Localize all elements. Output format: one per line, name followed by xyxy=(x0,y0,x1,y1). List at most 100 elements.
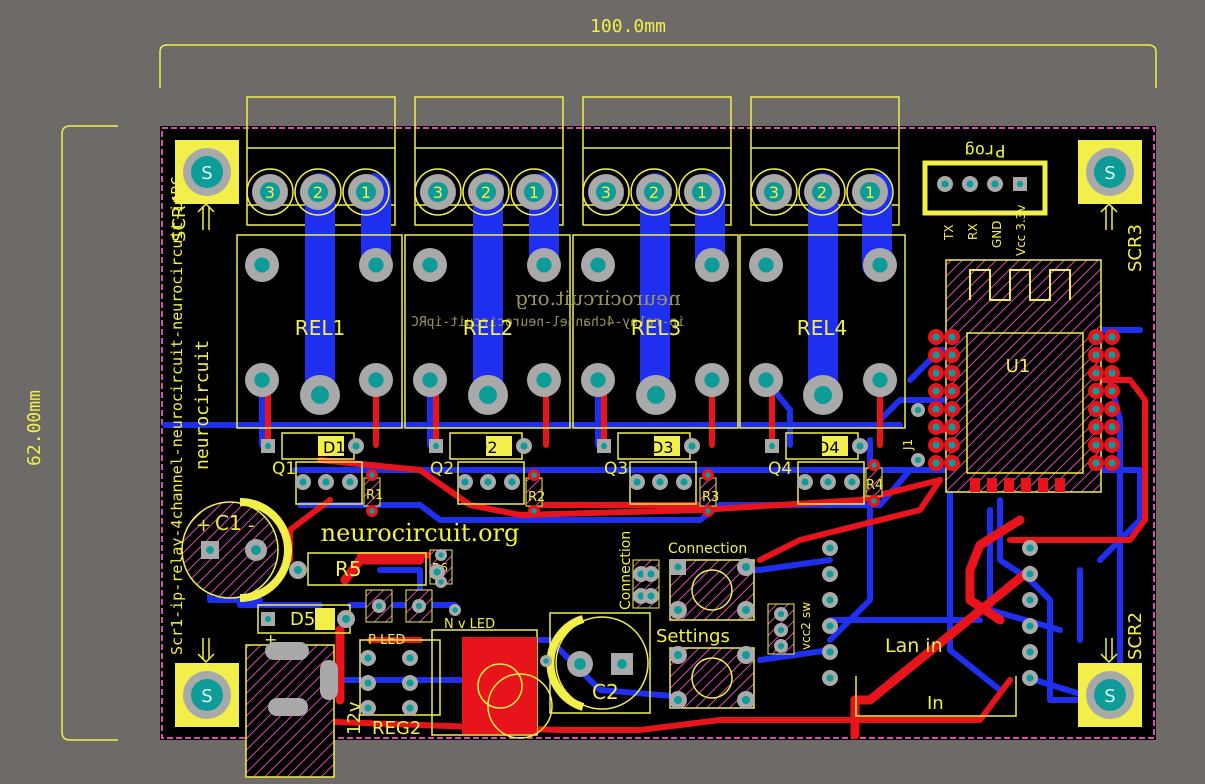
relay-1-pad-coil-a xyxy=(245,363,279,397)
u1-pad-right-outer-6 xyxy=(1088,419,1104,435)
terminal-pin-label: 3 xyxy=(601,183,611,202)
relay-2-pad-no xyxy=(527,248,561,282)
lan-pad-right-6 xyxy=(1022,670,1038,686)
diode-2-label: D2 xyxy=(475,438,498,457)
resistor-1-pad-top xyxy=(366,469,378,481)
capacitor-c1 xyxy=(181,498,292,602)
transistor-3-label: Q3 xyxy=(604,459,628,479)
u1-pad-right-inner-2 xyxy=(1104,347,1120,363)
terminal-pin-label: 3 xyxy=(769,183,779,202)
reg2-pad-right-1 xyxy=(402,650,418,666)
lan-sub-label: In xyxy=(927,693,944,714)
resistor-1-pad-bottom xyxy=(366,505,378,517)
settings-button-label: Settings xyxy=(656,626,730,647)
lan-pad-right-4 xyxy=(1022,618,1038,634)
resistor-2-label: R2 xyxy=(528,490,545,505)
reg2-pad-tab xyxy=(540,655,552,667)
height-dimension-label: 62.00mm xyxy=(24,390,45,466)
width-dimension xyxy=(159,44,1157,88)
terminal-4-pin-1: 1 xyxy=(846,168,894,216)
reg2-pad-right-2 xyxy=(402,675,418,691)
r5-pad-1 xyxy=(289,561,307,579)
transistor-1-label: Q1 xyxy=(272,459,296,479)
terminal-pin-label: 2 xyxy=(313,183,323,202)
lan-pad-left-2 xyxy=(822,566,838,582)
brand-vertical-text: neurocircuit xyxy=(192,340,213,470)
r6-pad-2 xyxy=(435,576,447,588)
lan-pad-right-1 xyxy=(1022,540,1038,556)
resistor-2-pad-top xyxy=(528,469,540,481)
u1-pad-left-outer-6 xyxy=(928,419,944,435)
j1-pad-1 xyxy=(911,403,925,417)
connection-button-label: Connection xyxy=(668,541,747,557)
u1-pad-left-outer-5 xyxy=(928,401,944,417)
u1-pad-right-outer-3 xyxy=(1088,365,1104,381)
p-led-pad xyxy=(372,599,386,613)
button-pad-4 xyxy=(737,601,755,619)
u1-pad-right-inner-3 xyxy=(1104,365,1120,381)
d5-pad-a xyxy=(261,612,275,626)
diode-1-pad-a xyxy=(261,439,275,453)
width-dimension-label: 100.0mm xyxy=(590,16,666,37)
transistor-1-pad-3 xyxy=(342,474,358,490)
button-pad-8 xyxy=(737,691,755,709)
switch-pad-3 xyxy=(774,639,788,653)
j1-label: J1 xyxy=(901,439,915,451)
lan-label: Lan in xyxy=(885,635,943,657)
transistor-4-pad-2 xyxy=(820,474,836,490)
lan-pad-left-5 xyxy=(822,644,838,660)
relay-4-pad-coil-b xyxy=(863,363,897,397)
transistor-3-pad-1 xyxy=(629,474,645,490)
diode-2-pad-k xyxy=(516,438,532,454)
transistor-4-label: Q4 xyxy=(768,459,792,479)
resistor-4-pad-bottom xyxy=(868,495,880,507)
diode-1-label: D1 xyxy=(323,438,346,457)
terminal-pin-label: 3 xyxy=(433,183,443,202)
u1-pad-right-inner-8 xyxy=(1104,455,1120,471)
terminal-1-pin-1: 1 xyxy=(342,168,390,216)
lan-pad-right-5 xyxy=(1022,644,1038,660)
button-pad-6 xyxy=(737,646,755,664)
u1-pad-right-outer-4 xyxy=(1088,383,1104,399)
button-pad-5 xyxy=(669,646,687,664)
jumper-pad-4 xyxy=(643,588,659,604)
diodes xyxy=(281,432,859,460)
relay-1-pad-no xyxy=(359,248,393,282)
switch-pad-2 xyxy=(774,623,788,637)
switch-label: sw xyxy=(799,602,813,618)
c1-minus-sign: - xyxy=(248,515,255,536)
u1-pad-left-outer-7 xyxy=(928,437,944,453)
c1-plus-sign: + xyxy=(196,515,211,536)
diode-3-pad-a xyxy=(597,439,611,453)
diode-3-pad-k xyxy=(684,438,700,454)
screw-scr4-label: SCR4 xyxy=(169,194,190,242)
relay-pads xyxy=(245,248,897,415)
terminal-3-pin-2: 2 xyxy=(630,168,678,216)
u1-pad-left-inner-6 xyxy=(944,419,960,435)
resistor-4-label: R4 xyxy=(866,478,883,493)
reg2-pad-left-2 xyxy=(360,675,376,691)
diode-d5-label: D5 xyxy=(290,609,315,630)
transistor-2-pad-2 xyxy=(480,474,496,490)
terminal-pin-label: 2 xyxy=(649,183,659,202)
prog-header xyxy=(922,160,1048,216)
transistor-1-pad-2 xyxy=(318,474,334,490)
resistor-3-pad-bottom xyxy=(702,505,714,517)
height-dimension xyxy=(61,125,118,741)
transistor-2-label: Q2 xyxy=(430,459,454,479)
relay-3-pad-no xyxy=(695,248,729,282)
lan-pad-left-4 xyxy=(822,618,838,634)
screw-hole-scr2: S xyxy=(1078,663,1142,727)
screw-arrows xyxy=(197,202,1118,664)
diode-1-pad-k xyxy=(348,438,364,454)
terminal-pin-label: 2 xyxy=(481,183,491,202)
u1-pad-left-outer-4 xyxy=(928,383,944,399)
u1-pad-right-outer-7 xyxy=(1088,437,1104,453)
relay-4-label: REL4 xyxy=(797,316,847,340)
u1-pad-left-outer-8 xyxy=(928,455,944,471)
transistor-3-pad-3 xyxy=(676,474,692,490)
u1-pad-left-inner-4 xyxy=(944,383,960,399)
n-led-pad xyxy=(412,599,426,613)
